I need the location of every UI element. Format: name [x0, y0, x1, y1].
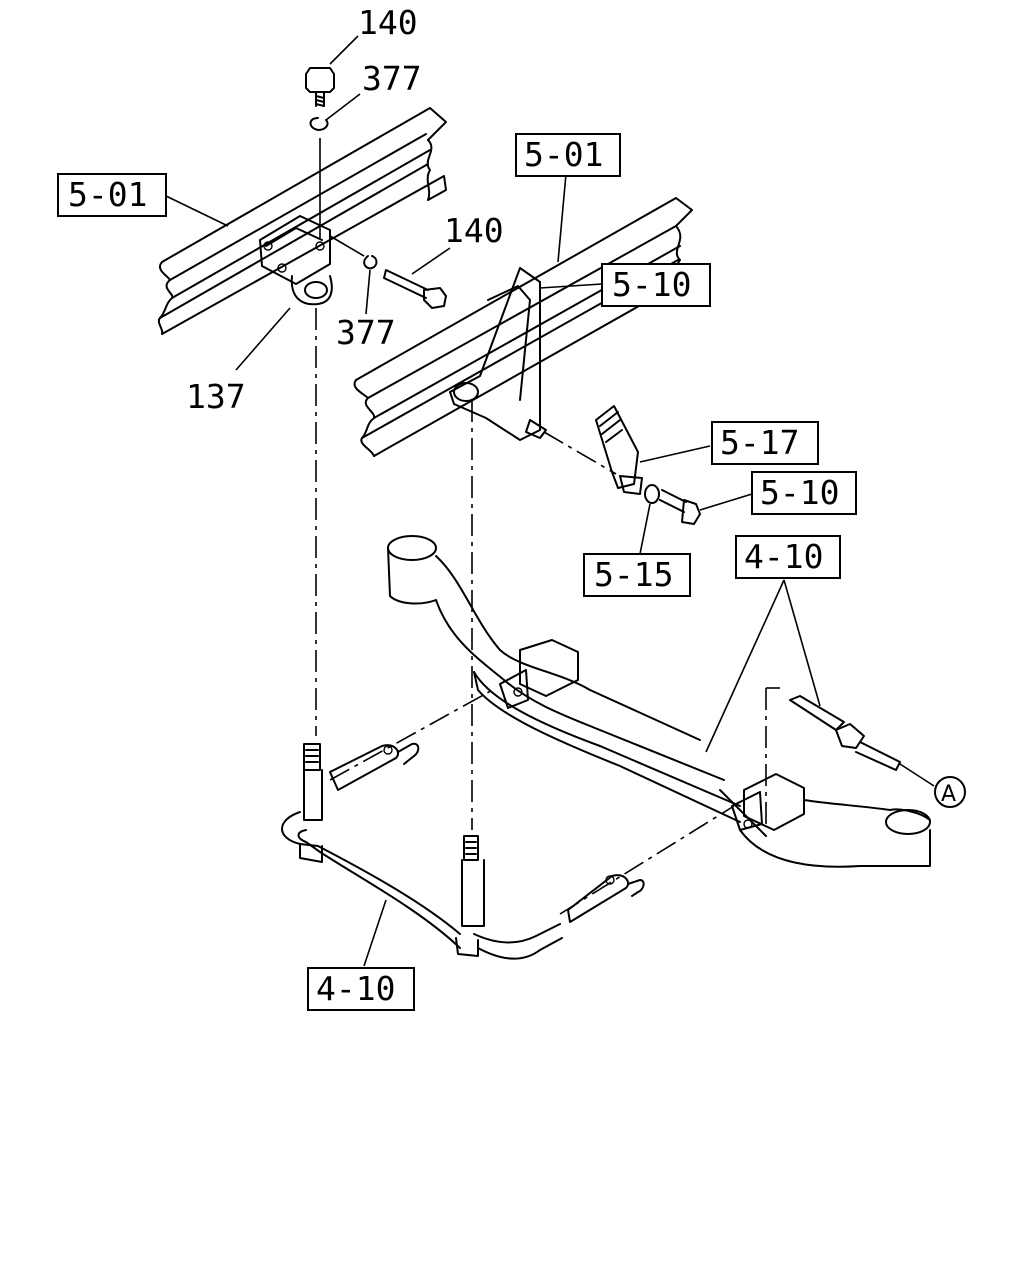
- label-frame-right[interactable]: 5-01: [524, 135, 603, 174]
- ref-box-stabilizer[interactable]: [307, 967, 415, 1011]
- ref-box-bolt[interactable]: [751, 471, 857, 515]
- top-bolt-140: [305, 67, 335, 238]
- ref-box-frame-left[interactable]: [57, 173, 167, 217]
- lower-bolt-and-washer: [644, 484, 701, 525]
- label-shock-ref[interactable]: 5-17: [720, 423, 799, 462]
- label-bracket-ref[interactable]: 5-10: [612, 265, 691, 304]
- view-marker-circle: [934, 776, 966, 808]
- label-washer-side: 377: [336, 313, 396, 352]
- ref-box-frame-right[interactable]: [515, 133, 621, 177]
- shock-absorber: [543, 405, 643, 495]
- ref-box-washer[interactable]: [583, 553, 691, 597]
- bracket-137: [259, 215, 333, 306]
- label-view-marker: A: [941, 782, 956, 807]
- label-frame-left[interactable]: 5-01: [68, 175, 147, 214]
- assembly-centerlines: [315, 308, 735, 926]
- left-frame-rail: [157, 107, 447, 335]
- label-bolt-side: 140: [444, 211, 504, 250]
- shock-mount-bracket: [449, 267, 547, 441]
- right-frame-rail: [353, 197, 695, 457]
- front-axle: [387, 535, 931, 868]
- leader-lines: [165, 35, 821, 967]
- label-washer-top: 377: [362, 59, 422, 98]
- stabilizer-bar: [281, 742, 645, 960]
- label-bracket: 137: [186, 377, 246, 416]
- king-pin: [765, 687, 935, 830]
- label-axle-ref[interactable]: 4-10: [744, 537, 823, 576]
- ref-box-shock[interactable]: [711, 421, 819, 465]
- label-washer-ref[interactable]: 5-15: [594, 555, 673, 594]
- label-bolt-top: 140: [358, 3, 418, 42]
- label-stabilizer-ref[interactable]: 4-10: [316, 969, 395, 1008]
- side-bolt-140: [329, 235, 447, 309]
- ref-box-axle[interactable]: [735, 535, 841, 579]
- label-bolt-ref[interactable]: 5-10: [760, 473, 839, 512]
- ref-box-bracket[interactable]: [601, 263, 711, 307]
